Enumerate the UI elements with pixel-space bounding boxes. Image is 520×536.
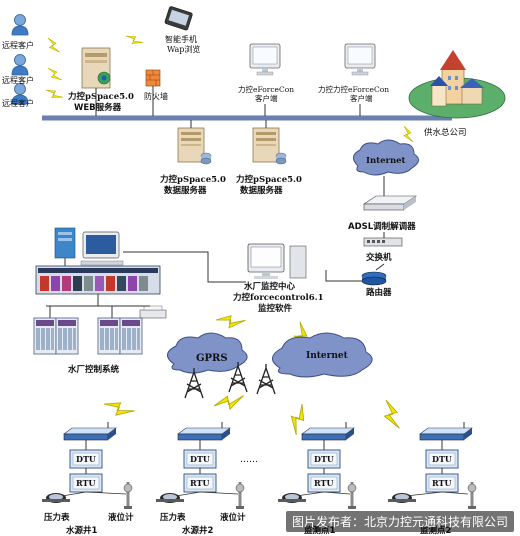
headquarters-label: 供水总公司 (424, 127, 467, 138)
client-label: 力控力控eForceCon (318, 84, 389, 94)
control-cabinet-icon (97, 317, 121, 355)
field-station-3: DTU RTU (301, 421, 355, 493)
switch-icon (363, 237, 403, 247)
plant-workstation-icon (54, 227, 124, 266)
rtu-label: RTU (190, 478, 209, 488)
smartphone-label: 智能手机 (165, 34, 197, 44)
ellipsis-label: …… (240, 455, 258, 465)
monitoring-center-label: 监控软件 (258, 303, 293, 314)
wap-label: Wap浏览 (167, 44, 200, 54)
watermark: 图片发布者：北京力控元通科技有限公司 (285, 511, 514, 532)
field-station-4: DTU RTU (419, 421, 473, 493)
rtu-label: RTU (314, 478, 333, 488)
monitoring-center-label: 力控forcecontrol6.1 (233, 292, 324, 303)
dtu-label: DTU (314, 454, 334, 464)
monitoring-center-label: 水厂监控中心 (243, 281, 296, 292)
printer-icon (139, 305, 167, 319)
level-meter-label: 液位计 (220, 512, 246, 523)
wireless-link-icon (215, 305, 246, 336)
data-server-label: 数据服务器 (164, 185, 207, 196)
client-label: 客户端 (350, 93, 373, 103)
dtu-device-icon (63, 421, 117, 441)
control-cabinet-icon (55, 317, 79, 355)
well-label: 水源井2 (181, 525, 214, 536)
wireless-link-icon (47, 67, 63, 81)
dtu-device-icon (301, 421, 355, 441)
field-station-2: DTU RTU (177, 421, 231, 493)
rtu-label: RTU (432, 478, 451, 488)
level-meter-label: 液位计 (108, 512, 134, 523)
remote-client-icon (11, 54, 29, 76)
headquarters-building-icon (408, 50, 506, 119)
pressure-gauge-icon (42, 493, 70, 503)
wireless-link-icon (45, 37, 63, 53)
firewall-label: 防火墙 (144, 91, 168, 101)
internet-label: Internet (366, 156, 406, 166)
web-server-label: WEB服务器 (74, 102, 122, 113)
web-server-icon (81, 47, 111, 89)
client-label: 力控eForceCon (238, 84, 294, 94)
pressure-gauge-icon (278, 493, 306, 503)
level-meter-icon (235, 481, 245, 510)
web-server-label: 力控pSpace5.0 (68, 91, 134, 102)
dtu-label: DTU (76, 454, 96, 464)
remote-client-label: 远程客户 (2, 40, 34, 50)
gprs-label: GPRS (196, 353, 228, 364)
gprs-cloud-icon (167, 332, 248, 374)
adsl-modem-label: ADSL调制解调器 (348, 221, 416, 232)
level-meter-icon (347, 481, 357, 510)
dtu-label: DTU (190, 454, 210, 464)
client-label: 客户端 (255, 93, 278, 103)
switch-label: 交换机 (366, 252, 392, 263)
internet-cloud-icon (353, 139, 419, 176)
internet-cloud-icon (272, 332, 373, 378)
pressure-gauge-icon (156, 493, 184, 503)
level-meter-icon (467, 481, 477, 510)
remote-client-label: 远程客户 (2, 98, 34, 108)
dtu-device-icon (419, 421, 473, 441)
remote-client-icon (11, 14, 29, 36)
firewall-icon (145, 69, 161, 87)
level-meter-icon (123, 481, 133, 510)
data-server-icon (177, 127, 212, 165)
pressure-gauge-icon (388, 493, 416, 503)
wireless-link-icon (213, 384, 244, 417)
dtu-label: DTU (432, 454, 452, 464)
data-server-label: 力控pSpace5.0 (236, 174, 302, 185)
monitoring-center-icon (247, 243, 307, 279)
plc-rack-icon (35, 265, 161, 295)
router-label: 路由器 (366, 287, 392, 298)
adsl-modem-icon (363, 195, 417, 211)
client-monitor-icon (249, 43, 281, 76)
wireless-link-icon (399, 125, 418, 143)
wireless-link-icon (125, 30, 144, 48)
internet-label: Internet (306, 351, 349, 361)
well-label: 水源井1 (65, 525, 98, 536)
router-icon (361, 271, 387, 286)
remote-client-label: 远程客户 (2, 75, 34, 85)
wireless-link-icon (377, 399, 409, 429)
wireless-link-icon (103, 392, 136, 423)
pressure-gauge-label: 压力表 (160, 512, 186, 523)
pressure-gauge-label: 压力表 (44, 512, 70, 523)
control-cabinet-icon (33, 317, 57, 355)
data-server-label: 力控pSpace5.0 (160, 174, 226, 185)
rtu-label: RTU (76, 478, 95, 488)
dtu-device-icon (177, 421, 231, 441)
data-server-icon (252, 127, 287, 165)
wireless-link-icon (45, 85, 64, 102)
smartphone-icon (164, 6, 193, 31)
plant-control-label: 水厂控制系统 (67, 364, 120, 375)
antenna-tower-icon (256, 363, 276, 395)
client-monitor-icon (344, 43, 376, 76)
control-cabinet-icon (119, 317, 143, 355)
data-server-label: 数据服务器 (240, 185, 283, 196)
field-station-1: DTU RTU (63, 421, 117, 493)
